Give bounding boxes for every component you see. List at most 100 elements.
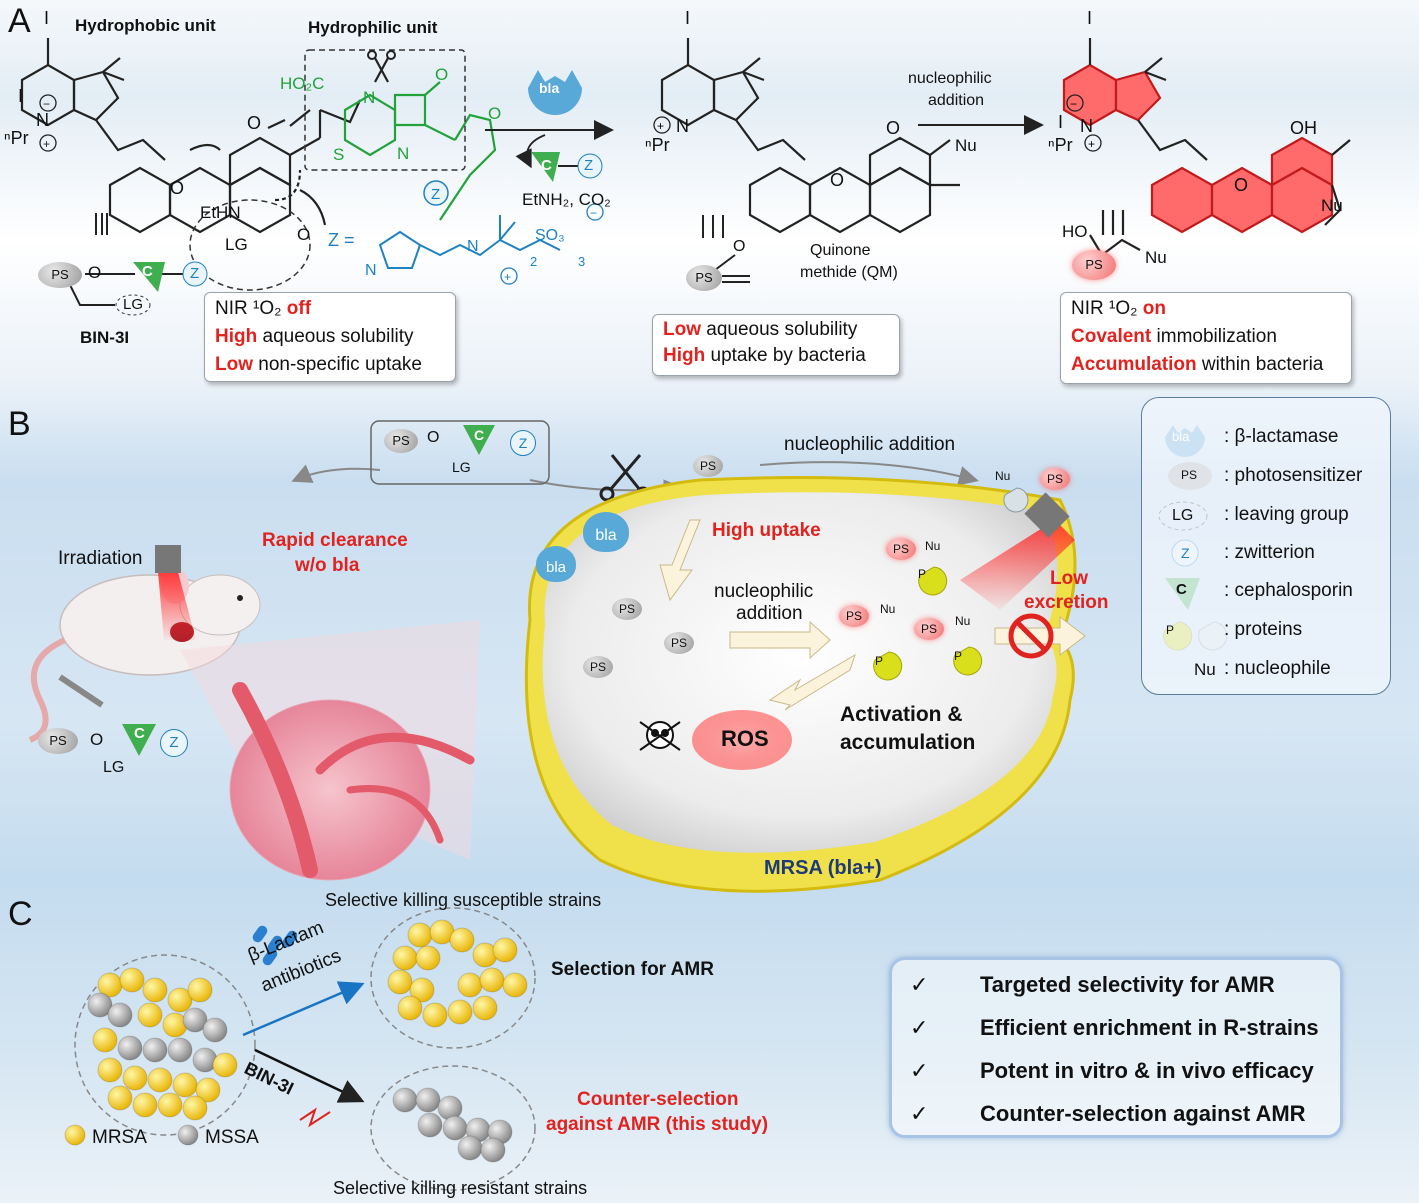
- mrsa-cell: [457, 972, 483, 998]
- mrsa-cell: [449, 927, 475, 953]
- legend-c: : cephalosporin: [1224, 580, 1353, 601]
- ps-icon-mouse: PS: [38, 728, 78, 754]
- mrsa-legend-icon: [64, 1124, 86, 1146]
- mrsa-cell: [409, 977, 435, 1003]
- mrsa-cell: [122, 1065, 148, 1091]
- mssa-cell: [117, 1035, 143, 1061]
- ps-qm-cell-3: PS: [583, 656, 613, 678]
- mouse-o: O: [90, 730, 104, 749]
- nuc-label-b2: addition: [736, 603, 803, 624]
- advantage-item: ✓Potent in vitro & in vivo efficacy: [910, 1058, 1314, 1083]
- cephem-n: N: [363, 88, 376, 107]
- rapid-clearance-2: w/o bla: [295, 555, 360, 576]
- addition-block-arrow: [729, 620, 831, 660]
- quinone-o: O: [886, 118, 901, 138]
- mssa-only-population: [370, 1065, 536, 1191]
- xanthene-o-3: O: [1234, 175, 1249, 195]
- mrsa-cell: [407, 922, 433, 948]
- beta-lactam-ring: [393, 93, 427, 127]
- legend-bla: : β-lactamase: [1224, 426, 1339, 447]
- ps-bound-2: PS: [839, 605, 869, 627]
- zwitterion-icon-a: [182, 261, 208, 287]
- zwitterion-structure: [378, 215, 561, 269]
- ros-cloud: [692, 710, 792, 770]
- ethn-label: EtHN: [200, 203, 241, 222]
- mssa-cell: [202, 1017, 228, 1043]
- bin3i-box-b: [370, 420, 550, 485]
- npr-1: ⁿPr: [4, 128, 29, 148]
- xanthene-o-1: O: [170, 178, 185, 198]
- mrsa-cell: [415, 945, 441, 971]
- advantage-item: ✓Efficient enrichment in R-strains: [910, 1015, 1319, 1040]
- bin3i-structure: [20, 38, 497, 234]
- cephalosporin-icon-b: [463, 425, 495, 455]
- mssa-cell: [182, 1007, 208, 1033]
- iodo-atom-3: I: [1087, 8, 1093, 28]
- rapid-clearance-1: Rapid clearance: [262, 530, 408, 551]
- svg-text:−: −: [43, 97, 50, 111]
- scissors-icon-a: [374, 57, 389, 83]
- panel-label-b: B: [8, 405, 31, 443]
- nuc-label-a2: addition: [928, 92, 985, 109]
- bla-enzyme-b2: bla: [536, 546, 576, 582]
- legend-lg: : leaving group: [1224, 504, 1349, 525]
- syringe: [58, 674, 104, 708]
- legend-sym-bla: bla: [1172, 429, 1190, 444]
- mouse-c: C: [134, 725, 145, 742]
- capsule-icons: [252, 925, 298, 966]
- legend-sym-lg: LG: [1172, 507, 1194, 524]
- counter-selection-2: against AMR (this study): [546, 1114, 769, 1135]
- mrsa-only-population: [370, 907, 536, 1049]
- cephem-s: S: [333, 145, 345, 164]
- cephem-ring: [343, 93, 397, 157]
- excretion-block-arrow: [994, 615, 1086, 657]
- mrsa-cell: [187, 977, 213, 1003]
- properties-box-2: Low aqueous solubility High uptake by ba…: [652, 314, 900, 376]
- low-excretion-2: excretion: [1024, 592, 1109, 613]
- mssa-legend-label: MSSA: [205, 1127, 259, 1148]
- sub-3: 3: [578, 254, 586, 269]
- quinone-methide-structure: [660, 38, 960, 234]
- mrsa-cell: [142, 977, 168, 1003]
- mrsa-cell: [392, 945, 418, 971]
- legend-panel: : β-lactamase : photosensitizer : leavin…: [1141, 397, 1391, 695]
- cephalosporin-icon-mouse: [122, 724, 156, 756]
- properties-box-3: NIR ¹O₂ on Covalent immobilization Accum…: [1060, 292, 1352, 384]
- ps-qm-cell-2: PS: [664, 632, 694, 654]
- mrsa-cell: [107, 1085, 133, 1111]
- fragment-z: Z: [584, 157, 594, 174]
- legend-sym-ps: PS: [1181, 468, 1198, 482]
- selection-amr-label: Selection for AMR: [551, 959, 714, 980]
- mrsa-cell: [479, 967, 505, 993]
- box-b-c: C: [474, 427, 485, 443]
- ps-icon-cleaved: PS: [693, 455, 723, 477]
- ros-block-arrow: [768, 653, 856, 711]
- fragment-c: C: [541, 157, 552, 174]
- ring-4: [228, 136, 292, 187]
- svg-text:−: −: [590, 206, 597, 220]
- svg-text:+: +: [504, 270, 511, 284]
- n-atom-2: N: [676, 116, 689, 136]
- iodo-atom-2: I: [685, 8, 691, 28]
- lg-label-a: LG: [225, 235, 248, 254]
- legend-nu: : nucleophile: [1224, 658, 1331, 679]
- amide-o: O: [488, 104, 502, 123]
- mrsa-cell: [387, 969, 413, 995]
- mrsa-cell: [397, 995, 423, 1021]
- ps-icon-a: PS: [38, 262, 82, 288]
- ring-1: [108, 166, 172, 234]
- sulfonate: SO₃: [535, 227, 565, 244]
- mrsa-cell: [167, 987, 193, 1013]
- mrsa-cell: [172, 1072, 198, 1098]
- ether-o: O: [247, 113, 262, 133]
- hydrophilic-label: Hydrophilic unit: [308, 18, 438, 37]
- svg-text:+: +: [43, 137, 50, 151]
- mrsa-cell: [97, 1057, 123, 1083]
- ps-nu: Nu: [1145, 248, 1167, 267]
- skull-icon: [639, 721, 681, 751]
- svg-text:+: +: [1088, 137, 1095, 151]
- compound-name: BIN-3I: [80, 328, 130, 347]
- legend-z: : zwitterion: [1224, 542, 1315, 563]
- mssa-cell: [457, 1135, 483, 1161]
